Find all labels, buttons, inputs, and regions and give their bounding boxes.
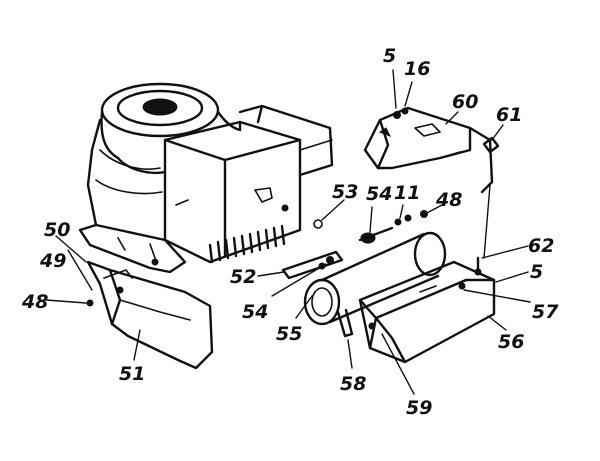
- muffler-guard-part-56: [358, 260, 496, 364]
- callout-55: 55: [276, 323, 302, 345]
- callout-56: 56: [498, 331, 524, 353]
- bracket-part-52: [281, 250, 344, 280]
- callout-57: 57: [532, 301, 559, 323]
- callout-61: 61: [496, 104, 522, 126]
- washer-part-11: [394, 214, 412, 226]
- clip-part-61: [482, 136, 500, 154]
- callout-labels: 5 16 60 61 53 54 11 48 50 49 48 51 52 54…: [21, 45, 559, 419]
- flywheel-hub: [142, 98, 178, 116]
- callout-59: 59: [406, 397, 432, 419]
- callout-52: 52: [230, 266, 256, 288]
- screw-part-48-right: [420, 210, 428, 218]
- callout-49: 49: [39, 250, 66, 272]
- callout-58: 58: [340, 373, 366, 395]
- callout-48-upper: 48: [435, 189, 462, 211]
- bolt-part-5-upper: [393, 107, 409, 119]
- heat-shield-part-51: [86, 260, 214, 370]
- leader-lines: [45, 69, 531, 395]
- heat-shield-part-60: [363, 106, 494, 194]
- callout-11: 11: [394, 182, 420, 204]
- callout-16: 16: [404, 58, 430, 80]
- muffler-part-55: [303, 226, 447, 338]
- nut-part-53: [313, 219, 323, 229]
- callout-60: 60: [452, 91, 478, 113]
- callout-5-lower: 5: [530, 261, 543, 283]
- engine: [78, 82, 334, 274]
- callout-62: 62: [528, 235, 554, 257]
- stud-part-62: [474, 256, 482, 276]
- callout-50: 50: [44, 219, 70, 241]
- callout-53: 53: [332, 181, 358, 203]
- callout-5-upper: 5: [383, 45, 396, 67]
- screw-part-48-left: [86, 299, 94, 307]
- callout-48-left: 48: [21, 291, 48, 313]
- callout-54-upper: 54: [366, 183, 392, 205]
- callout-54-lower: 54: [242, 301, 268, 323]
- callout-51: 51: [119, 363, 145, 385]
